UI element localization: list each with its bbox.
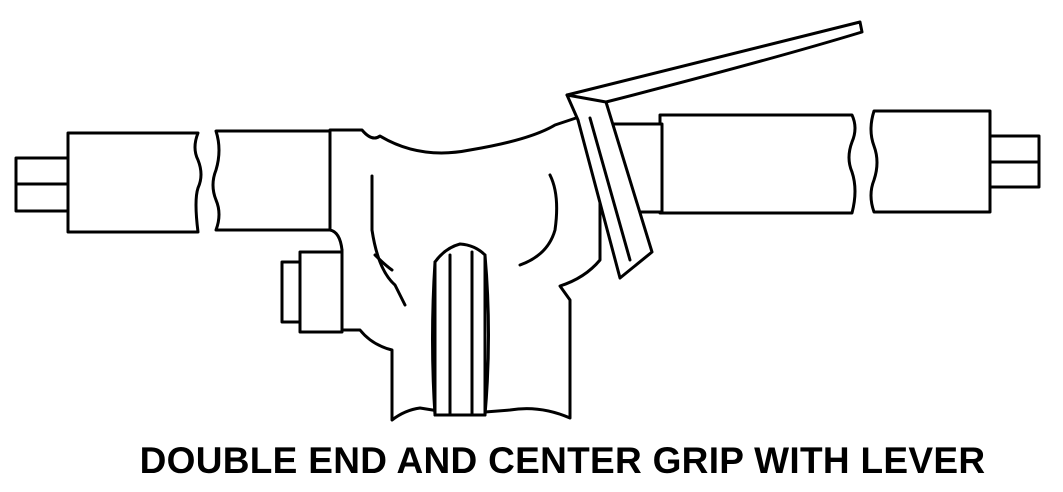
left-end-plug [14, 156, 70, 213]
center-collar [431, 242, 490, 417]
lever-arm [565, 20, 864, 112]
lever-block [565, 93, 654, 280]
right-tube-segment [658, 113, 857, 215]
side-knob [280, 250, 344, 334]
right-tube-outer-segment [869, 109, 992, 214]
right-end-plug [988, 134, 1041, 189]
figure-caption: DOUBLE END AND CENTER GRIP WITH LEVER [139, 440, 986, 481]
inner-curve-left [370, 228, 407, 307]
left-tube-segment [66, 131, 203, 234]
inner-curve-right [518, 173, 559, 267]
left-tube-inner-segment [211, 129, 332, 232]
